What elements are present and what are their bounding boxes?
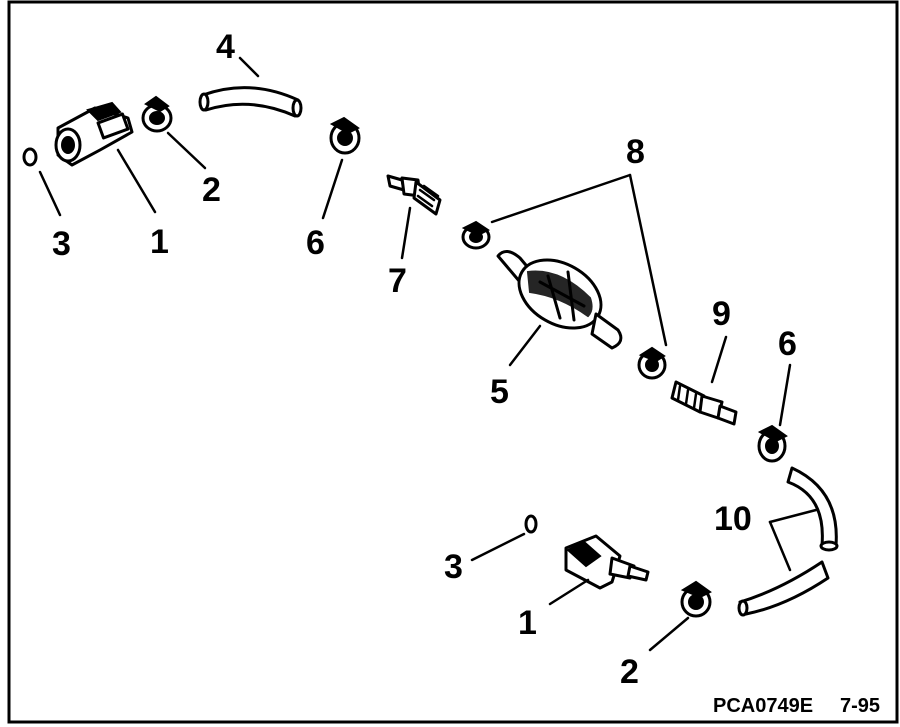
callout-label: 8 — [626, 133, 645, 171]
primer-bulb-part — [496, 250, 623, 350]
callout-label: 6 — [778, 325, 797, 363]
fitting-part — [386, 174, 442, 216]
connector-part — [54, 101, 134, 167]
callout-label: 4 — [216, 28, 235, 66]
callout-label: 9 — [712, 295, 731, 333]
callout-label: 2 — [620, 653, 639, 691]
connector-part — [564, 534, 650, 590]
callout-label: 3 — [52, 225, 71, 263]
figure-border — [7, 0, 899, 724]
o-ring-part — [524, 514, 538, 534]
clamp-part — [461, 220, 491, 250]
clamp-part — [757, 424, 788, 463]
callout-label: 10 — [714, 500, 752, 538]
figure-code: PCA0749E — [713, 695, 813, 717]
callout-label: 3 — [444, 548, 463, 586]
callout-label: 1 — [150, 223, 169, 261]
o-ring-part — [22, 147, 38, 167]
hose-part — [737, 560, 830, 617]
callout-label: 1 — [518, 604, 537, 642]
leader-lines — [38, 56, 818, 652]
hose-part — [786, 466, 839, 552]
callout-label: 5 — [490, 373, 509, 411]
hose-part — [198, 86, 303, 118]
clamp-part — [637, 346, 667, 380]
callout-label: 6 — [306, 224, 325, 262]
page-number: 7-95 — [840, 695, 880, 717]
clamp-part — [141, 95, 173, 133]
callout-label: 7 — [388, 262, 407, 300]
clamp-part — [329, 116, 361, 155]
callout-label: 2 — [202, 171, 221, 209]
clamp-part — [680, 580, 712, 618]
fitting-part — [670, 380, 738, 426]
